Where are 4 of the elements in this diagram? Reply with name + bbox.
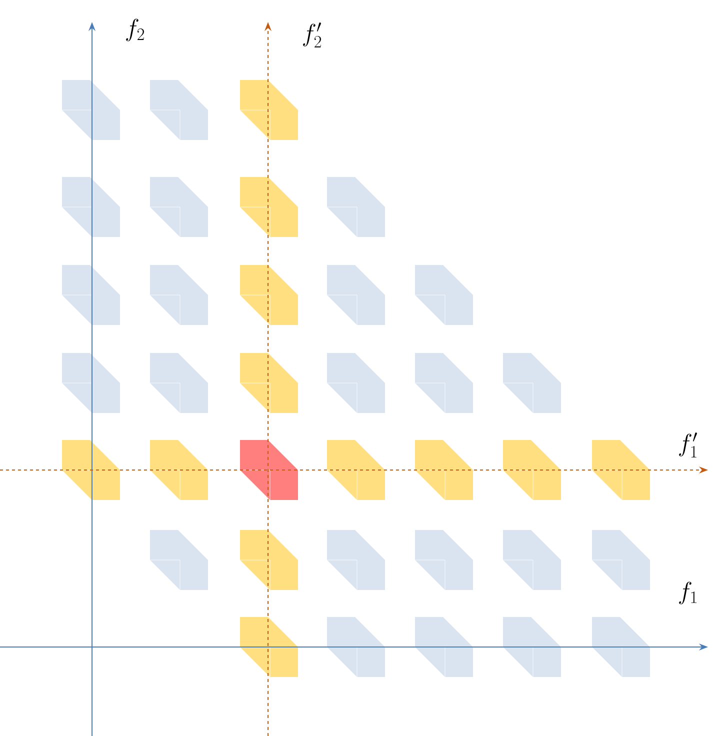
axis-label: $f_2$ xyxy=(126,18,144,42)
axis-label: $f_1$ xyxy=(679,582,696,604)
axis-label: $f'_2$ xyxy=(303,22,321,48)
axis-label: $f'_1$ xyxy=(679,432,697,458)
